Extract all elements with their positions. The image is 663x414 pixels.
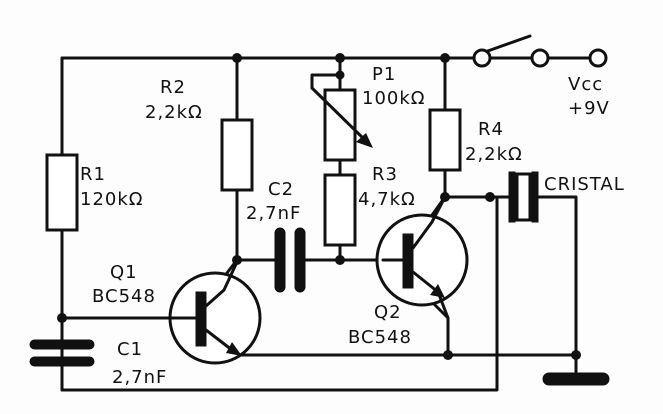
capacitor-c1 <box>29 316 95 392</box>
junction-dot <box>335 53 345 63</box>
resistor-r1 <box>45 153 79 232</box>
junction-dot <box>571 350 581 360</box>
junction-dot <box>232 53 242 63</box>
label-r4-name: R4 <box>478 119 504 140</box>
label-r3-name: R3 <box>372 164 398 185</box>
labels: R1 120kΩ R2 2,2kΩ P1 100kΩ R3 4,7kΩ R4 2… <box>80 64 625 388</box>
label-q2-name: Q2 <box>374 302 402 323</box>
ground-symbol <box>542 372 610 386</box>
vcc-terminal <box>588 48 608 68</box>
capacitor-c2 <box>274 227 306 293</box>
power-switch <box>472 48 608 68</box>
resistor-r4 <box>428 108 462 172</box>
label-r1-value: 120kΩ <box>80 189 144 210</box>
junction-dot <box>440 53 450 63</box>
junction-dot <box>335 255 345 265</box>
label-r4-value: 2,2kΩ <box>465 144 523 165</box>
label-p1-name: P1 <box>372 64 396 85</box>
label-c1-name: C1 <box>117 339 143 360</box>
transistor-q2 <box>375 195 469 320</box>
label-crystal: CRISTAL <box>544 174 625 195</box>
label-c2-name: C2 <box>268 179 294 200</box>
label-q1-name: Q1 <box>110 262 138 283</box>
label-c1-value: 2,7nF <box>112 367 167 388</box>
switch-terminal <box>472 48 492 68</box>
label-r1-name: R1 <box>80 164 106 185</box>
potentiometer-arrow <box>310 86 373 148</box>
label-r2-name: R2 <box>160 77 186 98</box>
label-vcc-name: Vcc <box>568 74 603 95</box>
label-vcc-value: +9V <box>568 98 610 119</box>
junction-dot <box>443 350 453 360</box>
junctions <box>57 53 581 360</box>
switch-terminal <box>530 48 550 68</box>
label-c2-value: 2,7nF <box>246 203 301 224</box>
junction-dot <box>232 255 242 265</box>
resistor-r2 <box>220 118 254 192</box>
junction-dot <box>485 192 495 202</box>
label-p1-value: 100kΩ <box>362 88 426 109</box>
junction-dot <box>335 70 345 80</box>
label-q2-value: BC548 <box>348 327 412 348</box>
resistor-r3 <box>323 173 357 247</box>
transistor-q1 <box>168 260 262 365</box>
label-r2-value: 2,2kΩ <box>145 102 203 123</box>
label-q1-value: BC548 <box>92 286 156 307</box>
crystal <box>508 171 539 223</box>
label-r3-value: 4,7kΩ <box>358 189 416 210</box>
